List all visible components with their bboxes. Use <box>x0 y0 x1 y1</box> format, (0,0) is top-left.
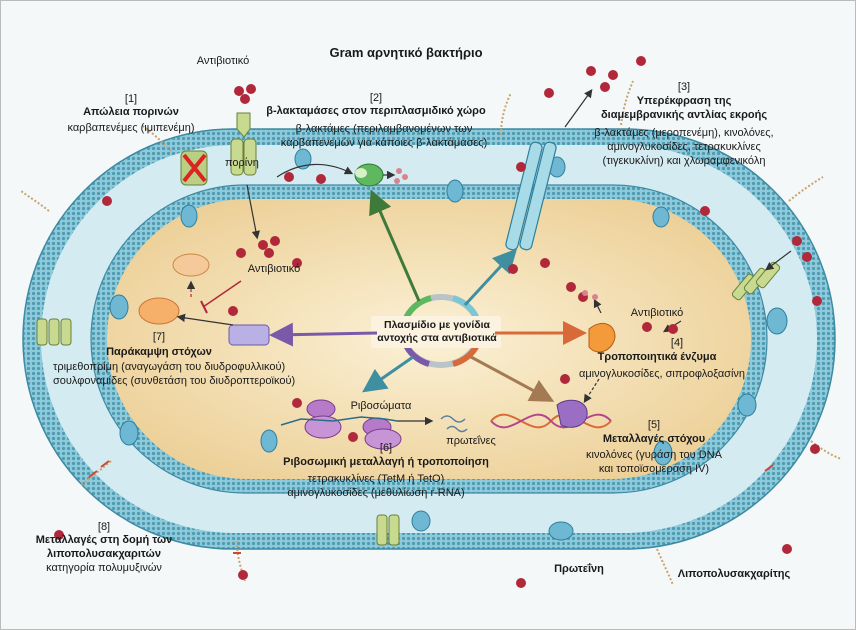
arrow-to-beta-lactamase <box>369 189 421 302</box>
gyrase-target <box>556 399 588 428</box>
mechanism-2-desc: β-λακτάμες (περιλαμβανομένων των καρβαπε… <box>280 123 488 149</box>
mechanism-6-title: Ριβοσωμική μεταλλαγή ή τροποποίηση <box>283 456 489 468</box>
arrow-porin-to-enzyme <box>276 163 354 178</box>
arrow-to-bypass <box>269 322 378 347</box>
mechanism-5-desc: κινολόνες (γυράση του DNA και τοποϊσομερ… <box>586 449 722 475</box>
mechanism-3-title: Υπερέκφραση της διαμεμβρανικής αντλίας ε… <box>600 95 768 121</box>
mechanism-6-desc: τετρακυκλίνες (TetM ή TetO) αμινογλυκοσί… <box>287 473 465 499</box>
protein-strands <box>440 415 468 433</box>
hydrolyzed-antibiotic <box>394 168 598 300</box>
mechanism-8-title: Μεταλλαγές στη δομή των λιποπολυσακχαριτ… <box>35 534 173 560</box>
inhibition-line <box>202 280 242 308</box>
arrow-into-cytoplasm <box>246 184 260 240</box>
plasmid-label: Πλασμίδιο με γονίδια αντοχής στα αντιβιο… <box>377 319 497 345</box>
arrow-to-efflux <box>463 248 518 307</box>
bypass-alt-enzyme <box>228 324 270 346</box>
mechanism-4-desc: αμινογλυκοσίδες, σιπροφλοξασίνη <box>578 368 746 380</box>
lps-chains <box>20 80 842 586</box>
arrow-dashed-target <box>583 378 600 404</box>
porin-label: πορίνη <box>225 157 259 169</box>
mechanism-7-desc: τριμεθοπρίμη (αναγωγάση του διυδροφυλλικ… <box>53 361 296 387</box>
mechanism-1-desc: καρβαπενέμες (ιμιπενέμη) <box>67 122 195 134</box>
modifying-enzyme <box>588 322 616 353</box>
mechanism-1-number: [1] <box>124 93 138 105</box>
arrow-to-ribosome <box>362 355 414 393</box>
mechanism-1-title: Απώλεια πορινών <box>83 106 179 118</box>
porin-lost <box>180 150 208 186</box>
antibiotic-label-right: Αντιβιοτικό <box>630 307 684 319</box>
arrow-efflux-out <box>564 89 593 128</box>
porin-bottom <box>376 514 400 546</box>
mechanism-6-number: [6] <box>379 442 393 454</box>
arrow-to-target <box>470 355 555 402</box>
efflux-pump <box>505 141 557 251</box>
porin-left-side <box>36 318 72 346</box>
dna-strand-b <box>490 413 612 429</box>
arrow-into-porin-right <box>765 250 792 271</box>
membrane-proteins <box>109 148 788 541</box>
antibiotic-label-cytoplasm: Αντιβιοτικό <box>247 263 301 275</box>
protein-label: Πρωτεΐνη <box>554 563 604 575</box>
proteins-label: πρωτεΐνες <box>446 435 496 447</box>
bypass-target-1 <box>172 253 210 277</box>
inhibition-bar <box>200 300 208 314</box>
bypass-target-2 <box>138 297 180 325</box>
mechanism-8-desc: κατηγορία πολυμυξινών <box>46 562 162 574</box>
mrna-strand <box>280 416 398 426</box>
mechanism-3-desc: β-λακτάμες (μεροπενέμη), κινολόνες, αμιν… <box>594 127 774 167</box>
porin-channel <box>230 112 257 176</box>
mechanism-5-number: [5] <box>647 419 661 431</box>
mechanism-7-number: [7] <box>152 331 166 343</box>
lipopolysaccharide-label: Λιποπολυσακχαρίτης <box>677 568 791 580</box>
mechanism-7-title: Παράκαμψη στόχων <box>106 346 212 358</box>
mechanism-4-number: [4] <box>670 337 684 349</box>
mechanism-3-number: [3] <box>677 81 691 93</box>
arrow-bypass <box>176 313 234 326</box>
mechanism-4-title: Τροποποιητικά ένζυμα <box>597 351 717 363</box>
mechanism-5-title: Μεταλλαγές στόχου <box>602 433 706 445</box>
mechanism-2-title: β-λακταμάσες στον περιπλασμιδικό χώρο <box>266 105 486 117</box>
beta-lactamase <box>354 163 384 187</box>
antibiotic-label-top: Αντιβιοτικό <box>196 55 250 67</box>
mechanism-2-number: [2] <box>369 92 383 104</box>
plasmid-label-bg <box>371 316 501 348</box>
ribosome-2 <box>362 417 402 450</box>
ribosomes-label: Ριβοσώματα <box>350 400 412 412</box>
mechanism-8-number: [8] <box>97 521 111 533</box>
antibiotic-molecules <box>54 56 822 588</box>
diagram-title: Gram αρνητικό βακτήριο <box>329 45 483 60</box>
lps-mutated-markers <box>88 460 774 554</box>
arrow-enzyme-modify <box>593 298 602 314</box>
